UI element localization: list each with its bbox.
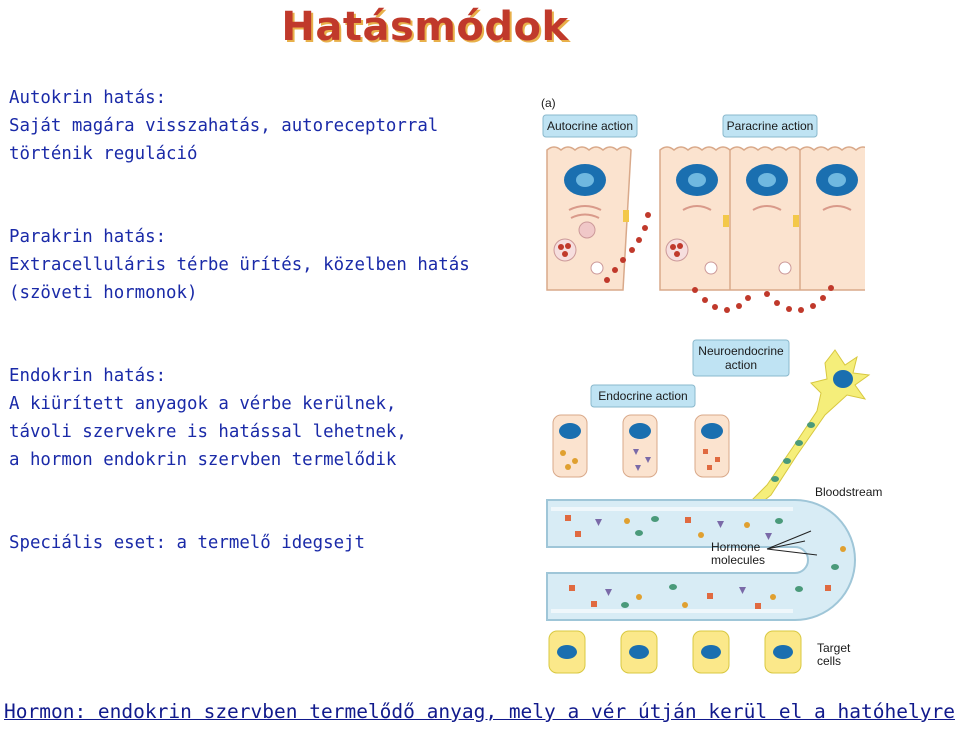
neuroendocrine-label-line-2: action — [725, 358, 757, 372]
paracrine-heading: Parakrin hatás: — [9, 227, 167, 247]
autocrine-heading: Autokrin hatás: — [9, 88, 167, 108]
endocrine-line-3: a hormon endokrin szervben termelődik — [9, 450, 397, 470]
autocrine-paracrine-figure: (a) Autocrine action Paracrine action — [541, 96, 865, 313]
bloodstream-label: Bloodstream — [815, 485, 882, 499]
endocrine-figure: Endocrine action Neuroendocrine action B… — [546, 339, 882, 674]
panel-letter: (a) — [541, 96, 556, 110]
neuron — [752, 349, 871, 504]
endocrine-description: Endokrin hatás: A kiürített anyagok a vé… — [9, 362, 407, 474]
autocrine-label-box — [542, 114, 638, 138]
endocrine-heading: Endokrin hatás: — [9, 366, 167, 386]
hormone-pointer-lines — [766, 530, 818, 556]
paracrine-label: Paracrine action — [727, 119, 814, 133]
autocrine-cell — [546, 146, 632, 291]
autocrine-description: Autokrin hatás: Saját magára visszahatás… — [9, 84, 438, 168]
endocrine-line-2: távoli szervekre is hatással lehetnek, — [9, 422, 407, 442]
hormone-molecules-label-line-2: molecules — [711, 553, 765, 567]
endocrine-label-box — [590, 384, 696, 408]
autocrine-line-2: történik reguláció — [9, 144, 198, 164]
hormone-molecules-label-line-1: Hormone — [711, 540, 761, 554]
blood-vessel — [546, 499, 856, 621]
endocrine-line-1: A kiürített anyagok a vérbe kerülnek, — [9, 394, 397, 414]
endocrine-label: Endocrine action — [598, 389, 687, 403]
neuroendocrine-label-box — [692, 339, 790, 377]
hormone-molecules — [565, 515, 846, 609]
secreted-molecules — [604, 212, 834, 313]
neuroendocrine-label-line-1: Neuroendocrine — [698, 344, 784, 358]
target-cells — [548, 630, 802, 674]
target-cells-label-line-1: Target — [817, 641, 851, 655]
paracrine-line-1: Extracelluláris térbe ürítés, közelben h… — [9, 255, 470, 275]
page-title: Hatásmódok — [281, 4, 569, 50]
hormone-definition: Hormon: endokrin szervben termelődő anya… — [4, 700, 955, 723]
autocrine-line-1: Saját magára visszahatás, autoreceptorra… — [9, 116, 439, 136]
paracrine-cells — [659, 146, 865, 291]
target-cells-label-line-2: cells — [817, 654, 841, 668]
endocrine-cells — [552, 414, 730, 478]
paracrine-description: Parakrin hatás: Extracelluláris térbe ür… — [9, 223, 470, 307]
autocrine-label: Autocrine action — [547, 119, 633, 133]
special-case-text: Speciális eset: a termelő idegsejt — [9, 533, 365, 553]
paracrine-label-box — [722, 114, 818, 138]
paracrine-line-2: (szöveti hormonok) — [9, 283, 198, 303]
